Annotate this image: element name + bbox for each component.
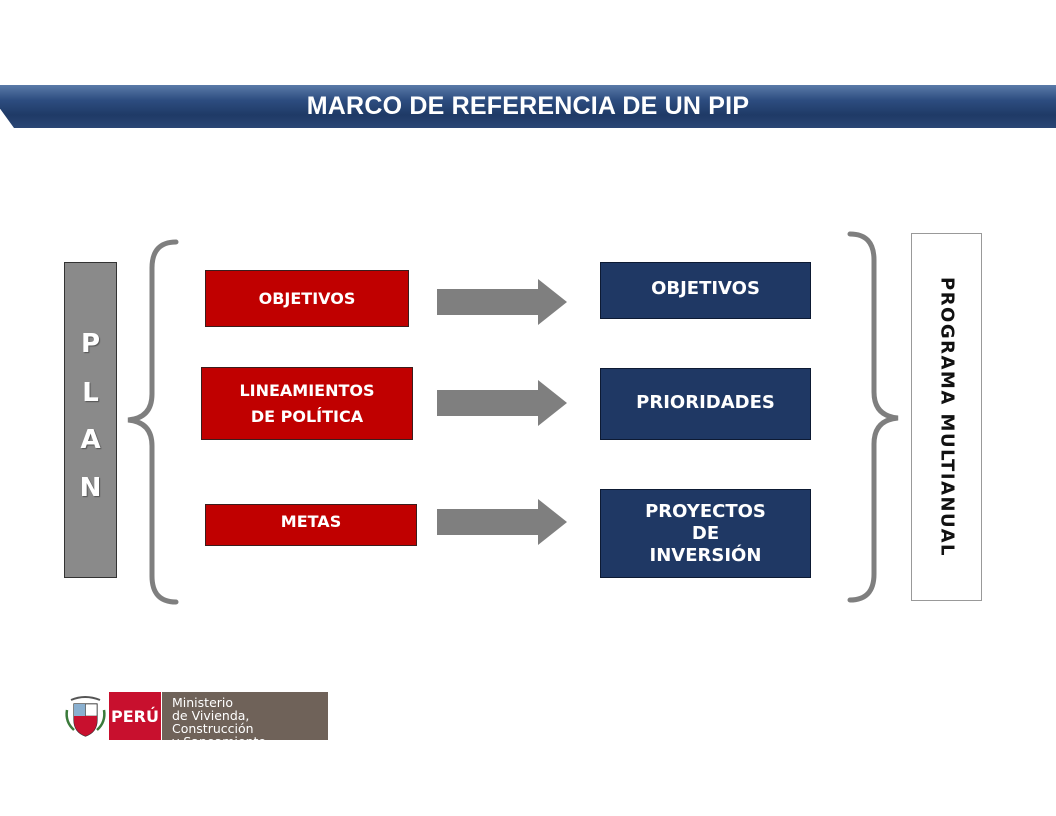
ministry-name: Ministerio de Vivienda, Construcción y S… — [162, 692, 328, 748]
box-objetivos-programa-label: OBJETIVOS — [651, 277, 760, 299]
programa-multianual-box: PROGRAMA MULTIANUAL — [911, 233, 982, 601]
arrow-lineamientos — [437, 380, 567, 426]
box-lineamientos-line1: LINEAMIENTOS — [239, 380, 375, 400]
coat-of-arms-icon — [62, 692, 109, 740]
plan-letter-n: N — [79, 473, 102, 503]
plan-letter-l: L — [82, 378, 99, 408]
right-brace — [847, 231, 899, 603]
box-metas: METAS — [205, 504, 417, 546]
ministry-line2: de Vivienda, Construcción — [172, 708, 254, 736]
box-lineamientos-line2: DE POLÍTICA — [250, 406, 364, 426]
box-objetivos-plan: OBJETIVOS — [205, 270, 409, 327]
box-proyectos: PROYECTOS DE INVERSIÓN — [600, 489, 811, 578]
peru-label: PERÚ — [109, 692, 162, 740]
box-metas-label: METAS — [280, 512, 342, 531]
plan-letter-a: A — [80, 425, 101, 455]
plan-letter-p: P — [80, 329, 101, 359]
title-bar: MARCO DE REFERENCIA DE UN PIP — [0, 85, 1056, 128]
box-objetivos-plan-label: OBJETIVOS — [258, 288, 356, 308]
box-prioridades-label: PRIORIDADES — [636, 392, 775, 413]
ministry-line1: Ministerio — [172, 695, 234, 710]
box-proyectos-line2: DE — [691, 522, 720, 544]
box-proyectos-line3: INVERSIÓN — [649, 544, 762, 566]
programa-multianual-label: PROGRAMA MULTIANUAL — [936, 277, 957, 557]
box-prioridades: PRIORIDADES — [600, 368, 811, 440]
ministry-logo: PERÚ Ministerio de Vivienda, Construcció… — [62, 692, 328, 748]
box-proyectos-line1: PROYECTOS — [645, 500, 766, 522]
plan-bar: P L A N — [64, 262, 117, 578]
ministry-line3: y Saneamiento — [172, 734, 267, 749]
arrow-metas — [437, 499, 567, 545]
page-title: MARCO DE REFERENCIA DE UN PIP — [306, 92, 750, 120]
box-lineamientos: LINEAMIENTOS DE POLÍTICA — [201, 367, 413, 440]
left-brace — [127, 239, 179, 605]
box-objetivos-programa: OBJETIVOS — [600, 262, 811, 319]
arrow-objetivos — [437, 279, 567, 325]
